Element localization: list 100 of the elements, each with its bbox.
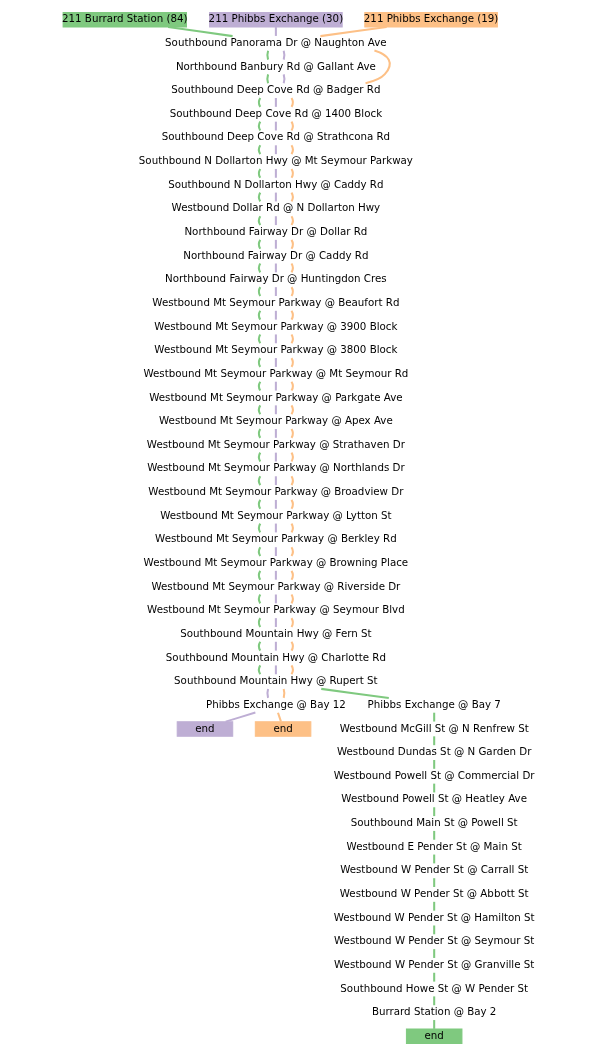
- connector: [290, 334, 294, 344]
- connector: [290, 594, 294, 604]
- connector: [266, 688, 270, 699]
- connector: [167, 25, 233, 38]
- connector: [257, 546, 262, 557]
- node-text: Southbound Mountain Hwy @ Rupert St: [174, 674, 378, 687]
- connector: [290, 239, 294, 250]
- node-text: Westbound W Pender St @ Carrall St: [340, 863, 529, 876]
- connector: [274, 570, 277, 580]
- connector: [274, 358, 277, 367]
- node-box: end: [254, 721, 312, 737]
- connector: [257, 617, 262, 628]
- node-text: Westbound Mt Seymour Parkway @ Mt Seymour Rd: [143, 366, 409, 379]
- connector: [433, 830, 436, 840]
- connector: [433, 878, 436, 887]
- connector: [274, 310, 277, 320]
- connector: [274, 216, 277, 226]
- connector: [282, 688, 286, 699]
- connector: [257, 381, 262, 391]
- connector: [290, 617, 294, 628]
- connector: [266, 50, 270, 60]
- connector: [290, 215, 294, 226]
- connector: [257, 452, 262, 462]
- node-text: Southbound Deep Cove Rd @ 1400 Block: [169, 106, 383, 119]
- node-text: Northbound Fairway Dr @ Dollar Rd: [184, 225, 368, 238]
- node-text: Southbound Mountain Hwy @ Fern St: [180, 626, 372, 639]
- node-text: Westbound W Pender St @ Hamilton St: [333, 910, 535, 923]
- connector: [274, 594, 277, 604]
- node-text: Phibbs Exchange @ Bay 7: [367, 697, 501, 710]
- node-text: Westbound McGill St @ N Renfrew St: [339, 721, 529, 734]
- connector: [433, 949, 436, 958]
- node-box: 211 Phibbs Exchange (19): [364, 12, 498, 28]
- connector: [290, 475, 294, 486]
- connector: [274, 476, 277, 486]
- node-text: Burrard Station @ Bay 2: [371, 1005, 497, 1018]
- connector: [274, 98, 277, 107]
- connector: [365, 49, 391, 85]
- connector: [274, 547, 277, 557]
- node-text: Westbound Mt Seymour Parkway @ Berkley Rd: [155, 532, 397, 545]
- node-text: Westbound Dollar Rd @ N Dollarton Hwy: [171, 201, 381, 214]
- node-text: Phibbs Exchange @ Bay 12: [205, 697, 346, 710]
- connector: [257, 215, 262, 226]
- connector: [274, 27, 277, 36]
- connector: [257, 641, 262, 652]
- node-text: Southbound Deep Cove Rd @ Badger Rd: [171, 83, 381, 96]
- connector: [433, 736, 436, 746]
- node-box: 211 Phibbs Exchange (30): [209, 12, 343, 28]
- connector: [257, 239, 262, 250]
- node-text: Southbound Panorama Dr @ Naughton Ave: [165, 35, 387, 48]
- node-text: Southbound Mountain Hwy @ Charlotte Rd: [165, 650, 386, 663]
- connector: [274, 239, 277, 249]
- connector: [257, 570, 262, 581]
- connector: [290, 499, 294, 510]
- connector: [257, 357, 262, 368]
- node-text: Southbound N Dollarton Hwy @ Mt Seymour Parkway: [138, 154, 413, 167]
- connector: [290, 121, 294, 131]
- node-text: Southbound N Dollarton Hwy @ Caddy Rd: [168, 177, 384, 190]
- node-text: Southbound Deep Cove Rd @ Strathcona Rd: [161, 130, 391, 143]
- connector: [433, 760, 436, 769]
- connector: [257, 475, 262, 486]
- connector: [274, 665, 277, 675]
- connector: [274, 405, 277, 415]
- connector: [290, 452, 294, 462]
- connector: [274, 334, 277, 344]
- connector: [257, 192, 262, 202]
- node-text: Northbound Fairway Dr @ Caddy Rd: [183, 248, 369, 261]
- connector: [320, 25, 387, 38]
- node-text: Westbound Mt Seymour Parkway @ Lytton St: [160, 508, 392, 521]
- node-box: end: [405, 1028, 463, 1044]
- node-box: 211 Burrard Station (84): [62, 12, 187, 28]
- connector: [257, 404, 262, 415]
- connector: [290, 381, 294, 391]
- node-text: Westbound Mt Seymour Parkway @ Parkgate Ave: [149, 390, 403, 403]
- connector: [257, 168, 262, 179]
- connector: [290, 97, 294, 108]
- connector: [290, 665, 294, 675]
- node-text: Westbound Mt Seymour Parkway @ Strathaven Dr: [146, 437, 405, 450]
- connector: [257, 97, 262, 108]
- node-text: Westbound Mt Seymour Parkway @ Seymour Blvd: [147, 603, 405, 616]
- connector: [257, 334, 262, 344]
- connector: [290, 546, 294, 557]
- connector: [274, 168, 277, 178]
- connector: [290, 286, 294, 297]
- node-text: Westbound Mt Seymour Parkway @ Apex Ave: [159, 414, 393, 427]
- connector: [274, 429, 277, 438]
- connector: [274, 641, 277, 651]
- node-text: Westbound W Pender St @ Seymour St: [334, 934, 535, 947]
- node-text: Northbound Fairway Dr @ Huntingdon Cres: [165, 272, 387, 285]
- connector: [282, 50, 286, 60]
- node-box: end: [176, 721, 234, 737]
- connector: [433, 972, 436, 982]
- connector: [290, 523, 294, 533]
- connector: [257, 499, 262, 510]
- node-text: Westbound Mt Seymour Parkway @ Broadview Dr: [148, 485, 404, 498]
- connector: [257, 523, 262, 533]
- connector: [290, 192, 294, 202]
- connector: [433, 807, 436, 817]
- connector: [433, 996, 436, 1006]
- node-text: Westbound Powell St @ Heatley Ave: [341, 792, 527, 805]
- node-text: Northbound Banbury Rd @ Gallant Ave: [175, 59, 376, 72]
